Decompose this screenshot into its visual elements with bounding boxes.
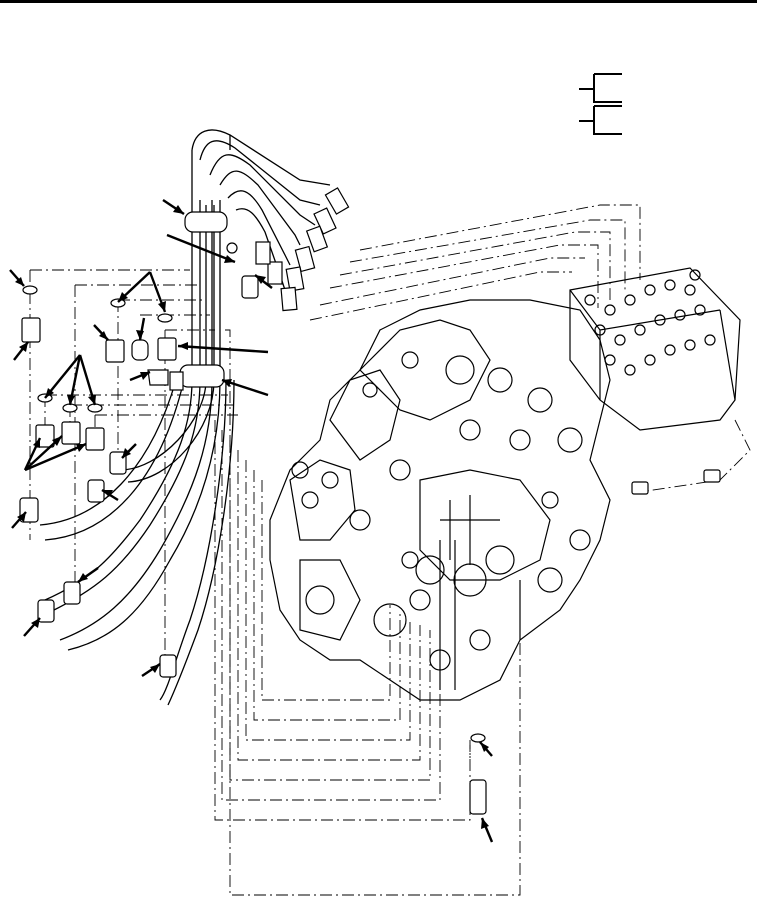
pilot-manifold-block <box>569 267 741 431</box>
control-valve-body <box>269 299 611 701</box>
hose-end-fittings-upper <box>255 187 350 312</box>
legend-brackets <box>579 73 622 135</box>
callout-arrows <box>9 199 494 843</box>
hose-clamp-upper <box>184 211 228 233</box>
leader-lines <box>29 204 751 896</box>
hose-clamp-lower <box>169 364 225 391</box>
bottom-fittings <box>469 733 487 815</box>
left-fittings <box>19 285 177 678</box>
elbow-fitting <box>226 242 259 299</box>
manifold-mounting-nuts <box>631 469 721 495</box>
